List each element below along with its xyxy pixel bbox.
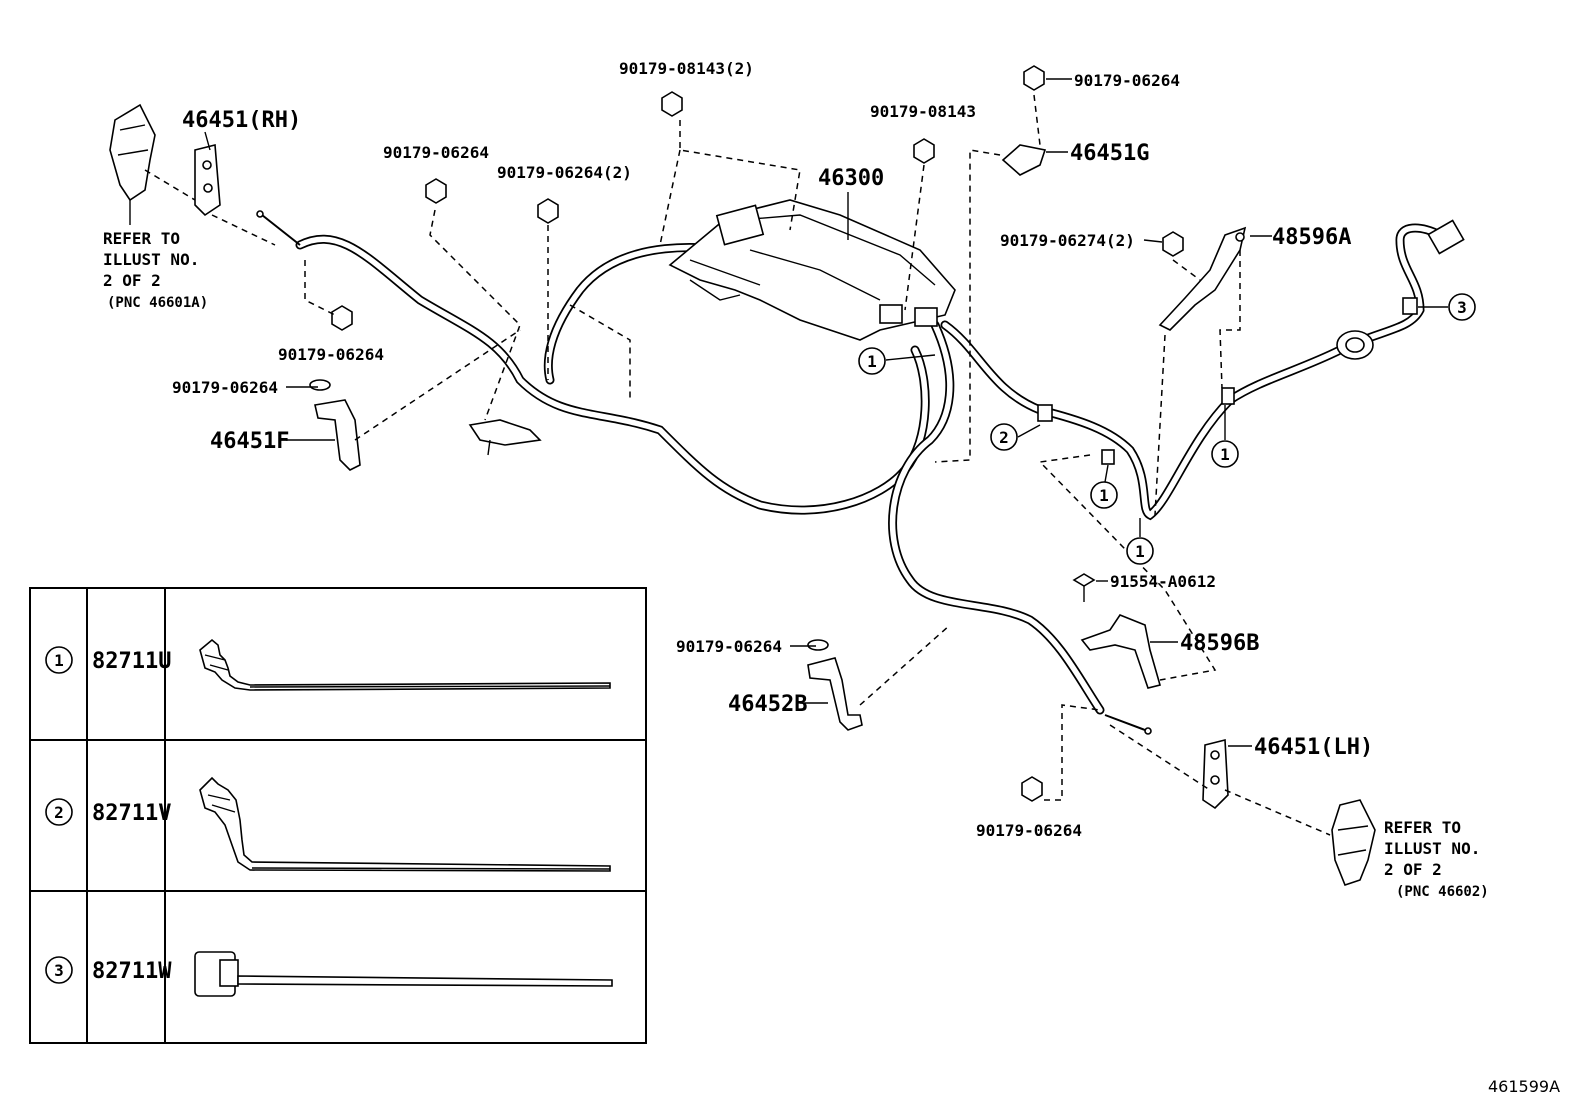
refer-left-line2: ILLUST NO.: [103, 250, 199, 269]
callout-1-c-text: 1: [1099, 486, 1109, 505]
callout-3: 3: [1448, 293, 1476, 321]
label-91554-a0612: 91554-A0612: [1110, 572, 1216, 591]
refer-right-line2: ILLUST NO.: [1384, 839, 1480, 858]
callout-1-c: 1: [1090, 481, 1118, 509]
label-46300: 46300: [818, 166, 884, 191]
figure-id: 461599A: [1488, 1077, 1560, 1096]
bracket-46451-rh: [194, 143, 221, 217]
callout-1-d: 1: [1126, 537, 1154, 565]
label-90179-08143-2: 90179-08143(2): [619, 59, 754, 78]
actuator-46300: [668, 199, 956, 341]
refer-right-line4: (PNC 46602): [1396, 884, 1489, 900]
refer-right-line1: REFER TO: [1384, 818, 1461, 837]
refer-note-left: REFER TO ILLUST NO. 2 OF 2 (PNC 46601A): [103, 229, 208, 311]
solid-leaders: [129, 78, 1448, 747]
bracket-48596b: [1080, 614, 1161, 689]
callout-1-b-text: 1: [1220, 445, 1230, 464]
callout-2: 2: [990, 423, 1018, 451]
label-90179-06264-a: 90179-06264: [383, 143, 489, 162]
lh-cable: [888, 320, 1152, 735]
label-46451g: 46451G: [1070, 141, 1149, 166]
nuts: [309, 65, 1184, 802]
label-90179-06264-tr: 90179-06264: [1074, 71, 1180, 90]
label-90179-08143: 90179-08143: [870, 102, 976, 121]
callouts: 1 1 1 1 2 3: [858, 293, 1476, 565]
bracket-46451-lh: [1202, 738, 1229, 810]
legend-row-2: 2 82711V: [45, 776, 611, 872]
callout-1-d-text: 1: [1135, 542, 1145, 561]
label-48596b: 48596B: [1180, 631, 1259, 656]
legend-1-part: 82711U: [92, 649, 171, 674]
caliper-lh: [1331, 799, 1376, 886]
legend-2-num: 2: [54, 803, 64, 822]
clip-82711u-icon: [199, 638, 611, 691]
cable-clamp-left: [468, 419, 542, 456]
label-46451-lh: 46451(LH): [1254, 735, 1373, 760]
label-90179-06264-bottom: 90179-06264: [976, 821, 1082, 840]
callout-2-text: 2: [999, 428, 1009, 447]
label-48596a: 48596A: [1272, 225, 1351, 250]
legend-2-part: 82711V: [92, 801, 171, 826]
label-90179-06274-2: 90179-06274(2): [1000, 231, 1135, 250]
label-46451f: 46451F: [210, 429, 289, 454]
legend-row-1: 1 82711U: [45, 638, 611, 691]
legend-row-3: 3 82711W: [45, 951, 613, 997]
bracket-48596a: [1158, 226, 1247, 331]
callout-1-a-text: 1: [867, 352, 877, 371]
refer-left-line3: 2 OF 2: [103, 271, 161, 290]
label-90179-06264-2: 90179-06264(2): [497, 163, 632, 182]
label-46452b: 46452B: [728, 692, 807, 717]
bracket-46451f: [314, 399, 361, 471]
right-harness: [940, 219, 1465, 521]
bracket-46452b: [807, 657, 863, 731]
refer-right-line3: 2 OF 2: [1384, 860, 1442, 879]
label-90179-06264-l1: 90179-06264: [278, 345, 384, 364]
legend-3-part: 82711W: [92, 959, 172, 984]
dashed-leaders: [144, 94, 1331, 836]
legend-1-num: 1: [54, 651, 64, 670]
refer-left-line1: REFER TO: [103, 229, 180, 248]
refer-note-right: REFER TO ILLUST NO. 2 OF 2 (PNC 46602): [1384, 818, 1489, 900]
callout-1-a: 1: [858, 347, 886, 375]
legend-3-num: 3: [54, 961, 64, 980]
callout-1-b: 1: [1211, 440, 1239, 468]
caliper-rh: [109, 103, 156, 202]
callout-3-text: 3: [1457, 298, 1467, 317]
clip-82711v-icon: [199, 776, 611, 872]
legend-table: 1 82711U 2 82711V 3 82711W: [29, 587, 647, 1044]
label-46451-rh: 46451(RH): [182, 108, 301, 133]
refer-left-line4: (PNC 46601A): [107, 295, 208, 311]
label-90179-06264-l2: 90179-06264: [172, 378, 278, 397]
clip-82711w-icon: [194, 951, 613, 997]
label-90179-06264-mid: 90179-06264: [676, 637, 782, 656]
clamp-46451g: [1001, 144, 1047, 176]
